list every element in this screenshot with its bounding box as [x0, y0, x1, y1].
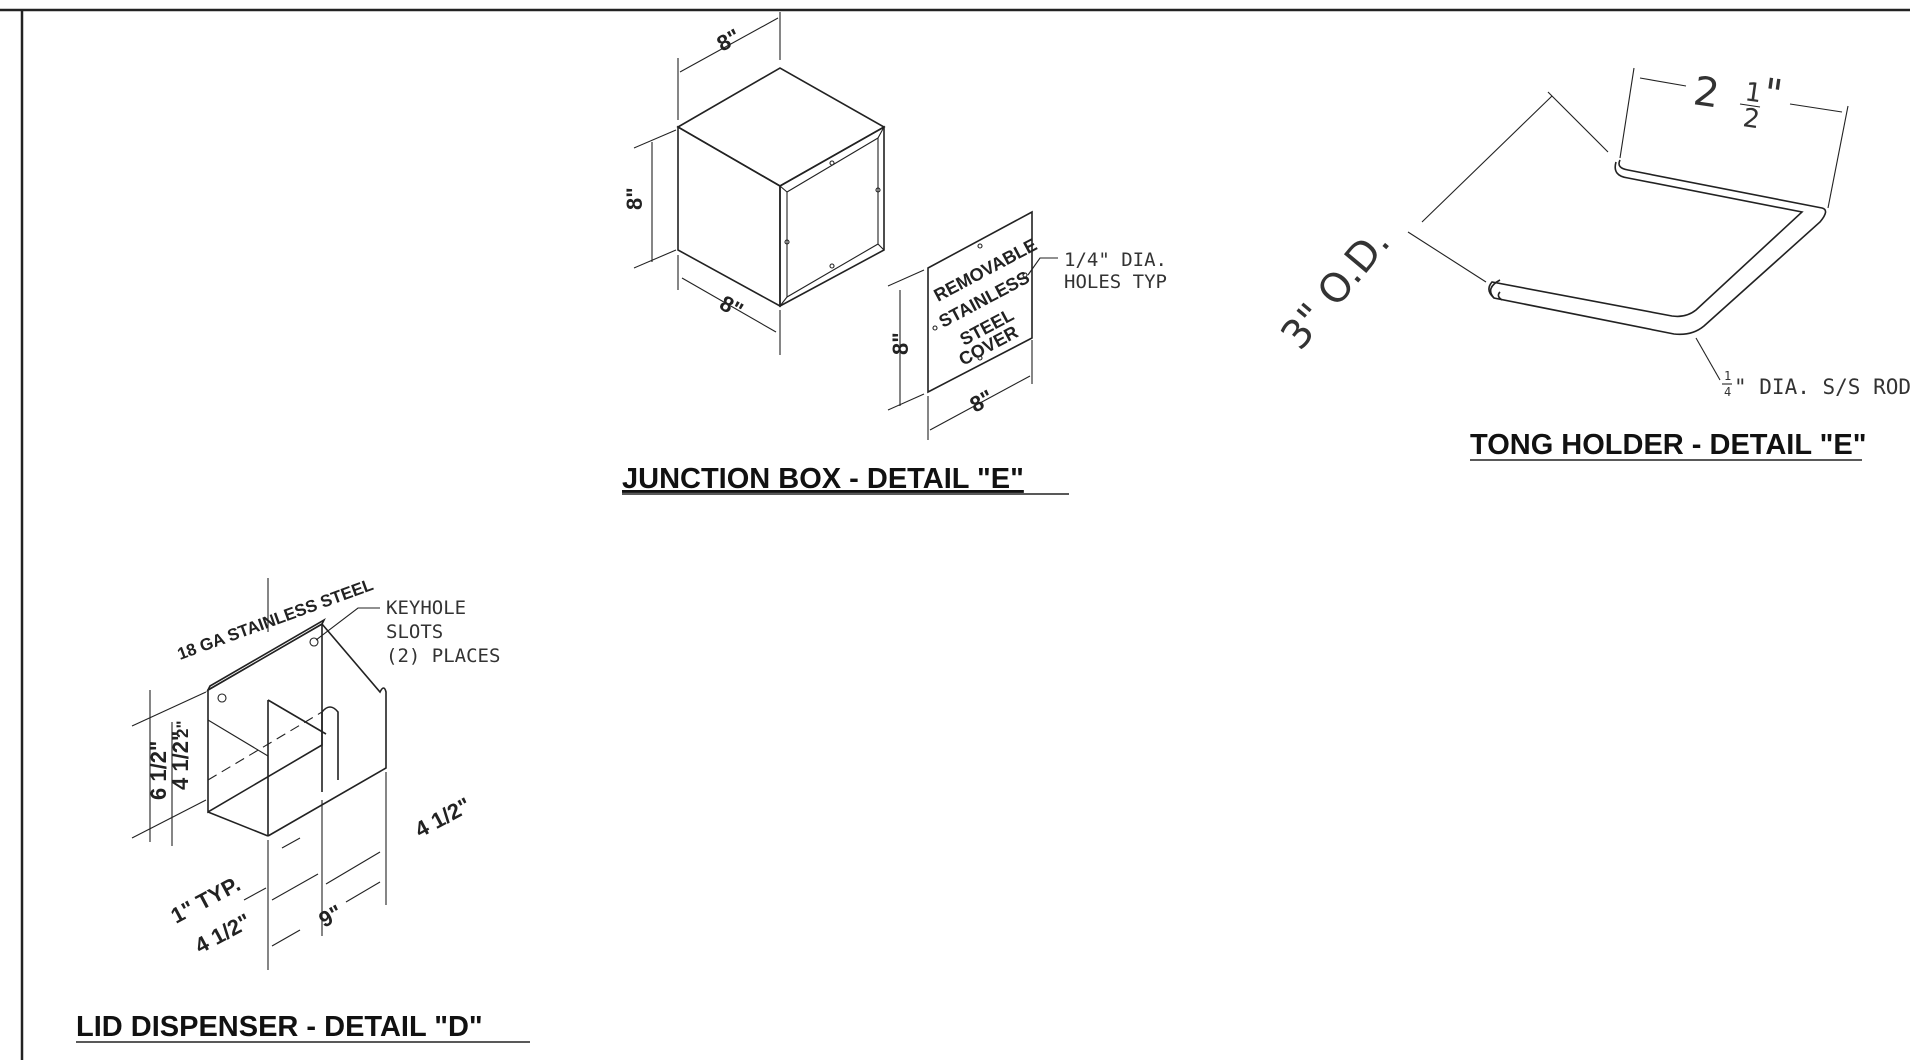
- lid-dim-depth: 4 1/2": [325, 772, 475, 905]
- lid-dispenser-title: LID DISPENSER - DETAIL "D": [76, 1011, 483, 1043]
- tong-holder-title: TONG HOLDER - DETAIL "E": [1470, 429, 1866, 461]
- junction-box-dim-top: 8": [677, 12, 781, 120]
- tong-rod: [1488, 159, 1827, 336]
- lid-dim-height: 6 1/2" 4 1/2" 2": [131, 690, 207, 846]
- svg-text:3" O.D.: 3" O.D.: [1272, 220, 1399, 359]
- cover-dim-height: 8": [887, 269, 925, 411]
- svg-text:8": 8": [622, 187, 647, 210]
- svg-text:KEYHOLE: KEYHOLE: [386, 597, 466, 619]
- svg-text:": ": [1761, 70, 1786, 118]
- svg-text:2: 2: [1691, 68, 1723, 117]
- svg-text:6 1/2": 6 1/2": [146, 741, 171, 800]
- svg-text:4: 4: [1724, 385, 1731, 399]
- lid-dim-width: 1" TYP. 4 1/2" 9": [167, 800, 381, 970]
- svg-text:4 1/2": 4 1/2": [411, 792, 475, 842]
- width-dimension: 2 1 2 ": [1619, 67, 1849, 209]
- junction-box-title: JUNCTION BOX - DETAIL "E": [622, 463, 1024, 495]
- svg-text:2": 2": [173, 720, 192, 738]
- junction-box-dim-side: 8": [622, 129, 677, 269]
- svg-text:SLOTS: SLOTS: [386, 621, 443, 643]
- lid-dispenser-detail: 18 GA STAINLESS STEEL KEYHOLE SLOTS (2) …: [76, 575, 530, 1043]
- junction-box-isometric: [676, 67, 886, 308]
- removable-cover-plate: REMOVABLE STAINLESS STEEL COVER: [927, 210, 1040, 394]
- svg-text:HOLES TYP: HOLES TYP: [1064, 271, 1167, 293]
- svg-text:1: 1: [1724, 369, 1731, 383]
- svg-text:1/4" DIA.: 1/4" DIA.: [1064, 249, 1167, 271]
- svg-text:2: 2: [1741, 103, 1762, 135]
- junction-box-dim-bottom: 8": [677, 255, 781, 355]
- svg-text:8": 8": [888, 332, 913, 355]
- rod-note: 1 4 " DIA. S/S ROD: [1695, 337, 1910, 399]
- tong-holder-detail: 3" O.D. 2 1 2 " 1 4 " DIA. S/S ROD TONG …: [1272, 67, 1910, 461]
- lid-dispenser-isometric: [206, 617, 387, 837]
- svg-text:" DIA. S/S ROD: " DIA. S/S ROD: [1734, 375, 1910, 399]
- sheet-border: [0, 8, 1910, 1060]
- svg-text:(2) PLACES: (2) PLACES: [386, 645, 500, 667]
- svg-text:8": 8": [966, 385, 998, 418]
- svg-text:1: 1: [1743, 77, 1764, 109]
- svg-text:8": 8": [716, 290, 748, 323]
- od-dimension: 3" O.D.: [1272, 91, 1609, 359]
- keyhole-note: KEYHOLE SLOTS (2) PLACES: [315, 597, 500, 667]
- holes-note: 1/4" DIA. HOLES TYP: [1027, 249, 1167, 293]
- svg-text:4 1/2": 4 1/2": [168, 731, 193, 790]
- svg-text:9": 9": [315, 900, 347, 933]
- junction-box-detail: 8" 8" 8" REMOVABLE STAINLESS STEEL COVER: [622, 12, 1167, 495]
